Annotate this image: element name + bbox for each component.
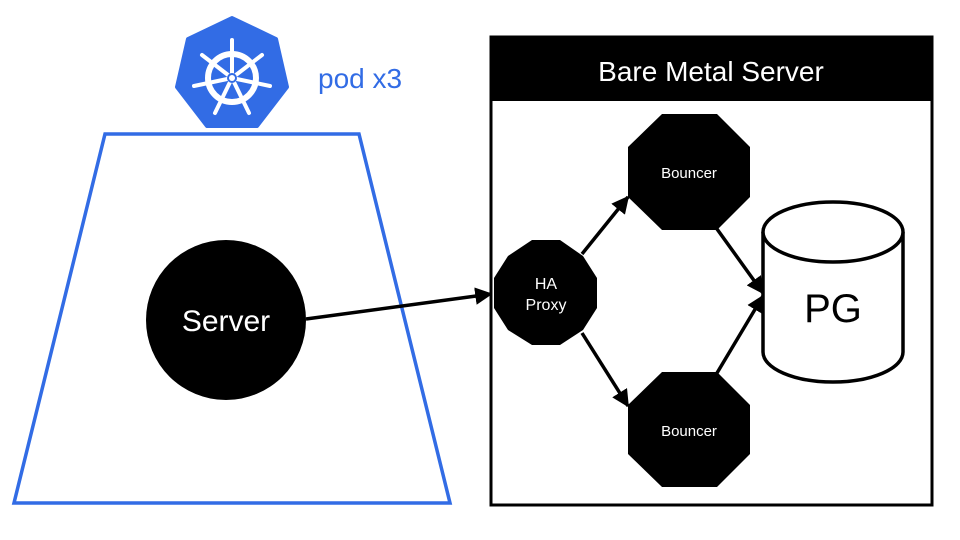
- haproxy-label-line2: Proxy: [526, 297, 567, 314]
- server-label: Server: [182, 305, 270, 338]
- server-node: Server: [146, 240, 306, 400]
- haproxy-node: HA Proxy: [494, 240, 597, 345]
- bouncer-bottom-label: Bouncer: [661, 423, 717, 440]
- database-label: PG: [804, 287, 862, 331]
- edge-haproxy-to-bouncer-bottom: [580, 332, 630, 408]
- pod-replica-label: pod x3: [318, 63, 402, 94]
- bare-metal-title: Bare Metal Server: [598, 56, 824, 87]
- edge-bouncer-bottom-to-pg: [715, 294, 765, 374]
- edge-bouncer-top-to-pg: [715, 227, 765, 295]
- edge-server-to-haproxy: [305, 287, 493, 321]
- postgres-database-node: PG: [761, 200, 905, 384]
- bare-metal-header: [491, 37, 932, 101]
- bouncer-top-node: Bouncer: [628, 114, 750, 230]
- kubernetes-helm-icon: [175, 16, 289, 128]
- haproxy-label-line1: HA: [535, 276, 558, 293]
- bouncer-top-label: Bouncer: [661, 165, 717, 182]
- bouncer-bottom-node: Bouncer: [628, 372, 750, 487]
- edge-haproxy-to-bouncer-top: [580, 195, 630, 256]
